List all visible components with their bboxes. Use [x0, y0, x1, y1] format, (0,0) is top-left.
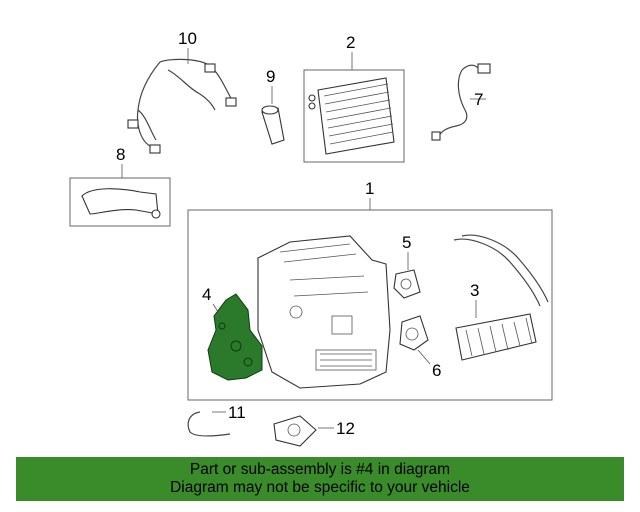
callout-12: 12 — [336, 419, 355, 438]
part-9-sensor[interactable] — [261, 105, 285, 145]
parts-diagram: 10 2 9 7 8 1 — [69, 29, 553, 447]
info-banner: Part or sub-assembly is #4 in diagram Di… — [16, 457, 624, 501]
part-6-actuator[interactable] — [399, 315, 429, 351]
part-10-wiring-harness[interactable] — [127, 58, 237, 154]
callout-9: 9 — [266, 67, 275, 86]
callout-8: 8 — [116, 145, 125, 164]
callout-4: 4 — [202, 285, 211, 304]
part-11-hose[interactable] — [187, 411, 231, 437]
part-1-hvac-housing[interactable] — [257, 235, 391, 389]
callout-10: 10 — [178, 29, 197, 48]
callout-3: 3 — [470, 281, 479, 300]
part-3-heater-core[interactable] — [453, 234, 549, 361]
callout-5: 5 — [402, 233, 411, 252]
banner-line-2: Diagram may not be specific to your vehi… — [170, 479, 470, 496]
callout-1: 1 — [365, 179, 374, 198]
part-7-sensor-wire[interactable] — [431, 63, 491, 141]
part-2-evaporator[interactable] — [303, 69, 405, 163]
callout-2: 2 — [346, 33, 355, 52]
part-12-gasket[interactable] — [273, 415, 317, 447]
callout-11: 11 — [228, 403, 246, 422]
part-8-duct[interactable] — [69, 177, 171, 227]
part-4-highlighted-assembly[interactable] — [207, 293, 263, 381]
banner-line-1: Part or sub-assembly is #4 in diagram — [189, 461, 451, 478]
callout-6: 6 — [432, 361, 441, 380]
callout-7: 7 — [474, 90, 483, 109]
part-5-actuator[interactable] — [393, 269, 421, 299]
